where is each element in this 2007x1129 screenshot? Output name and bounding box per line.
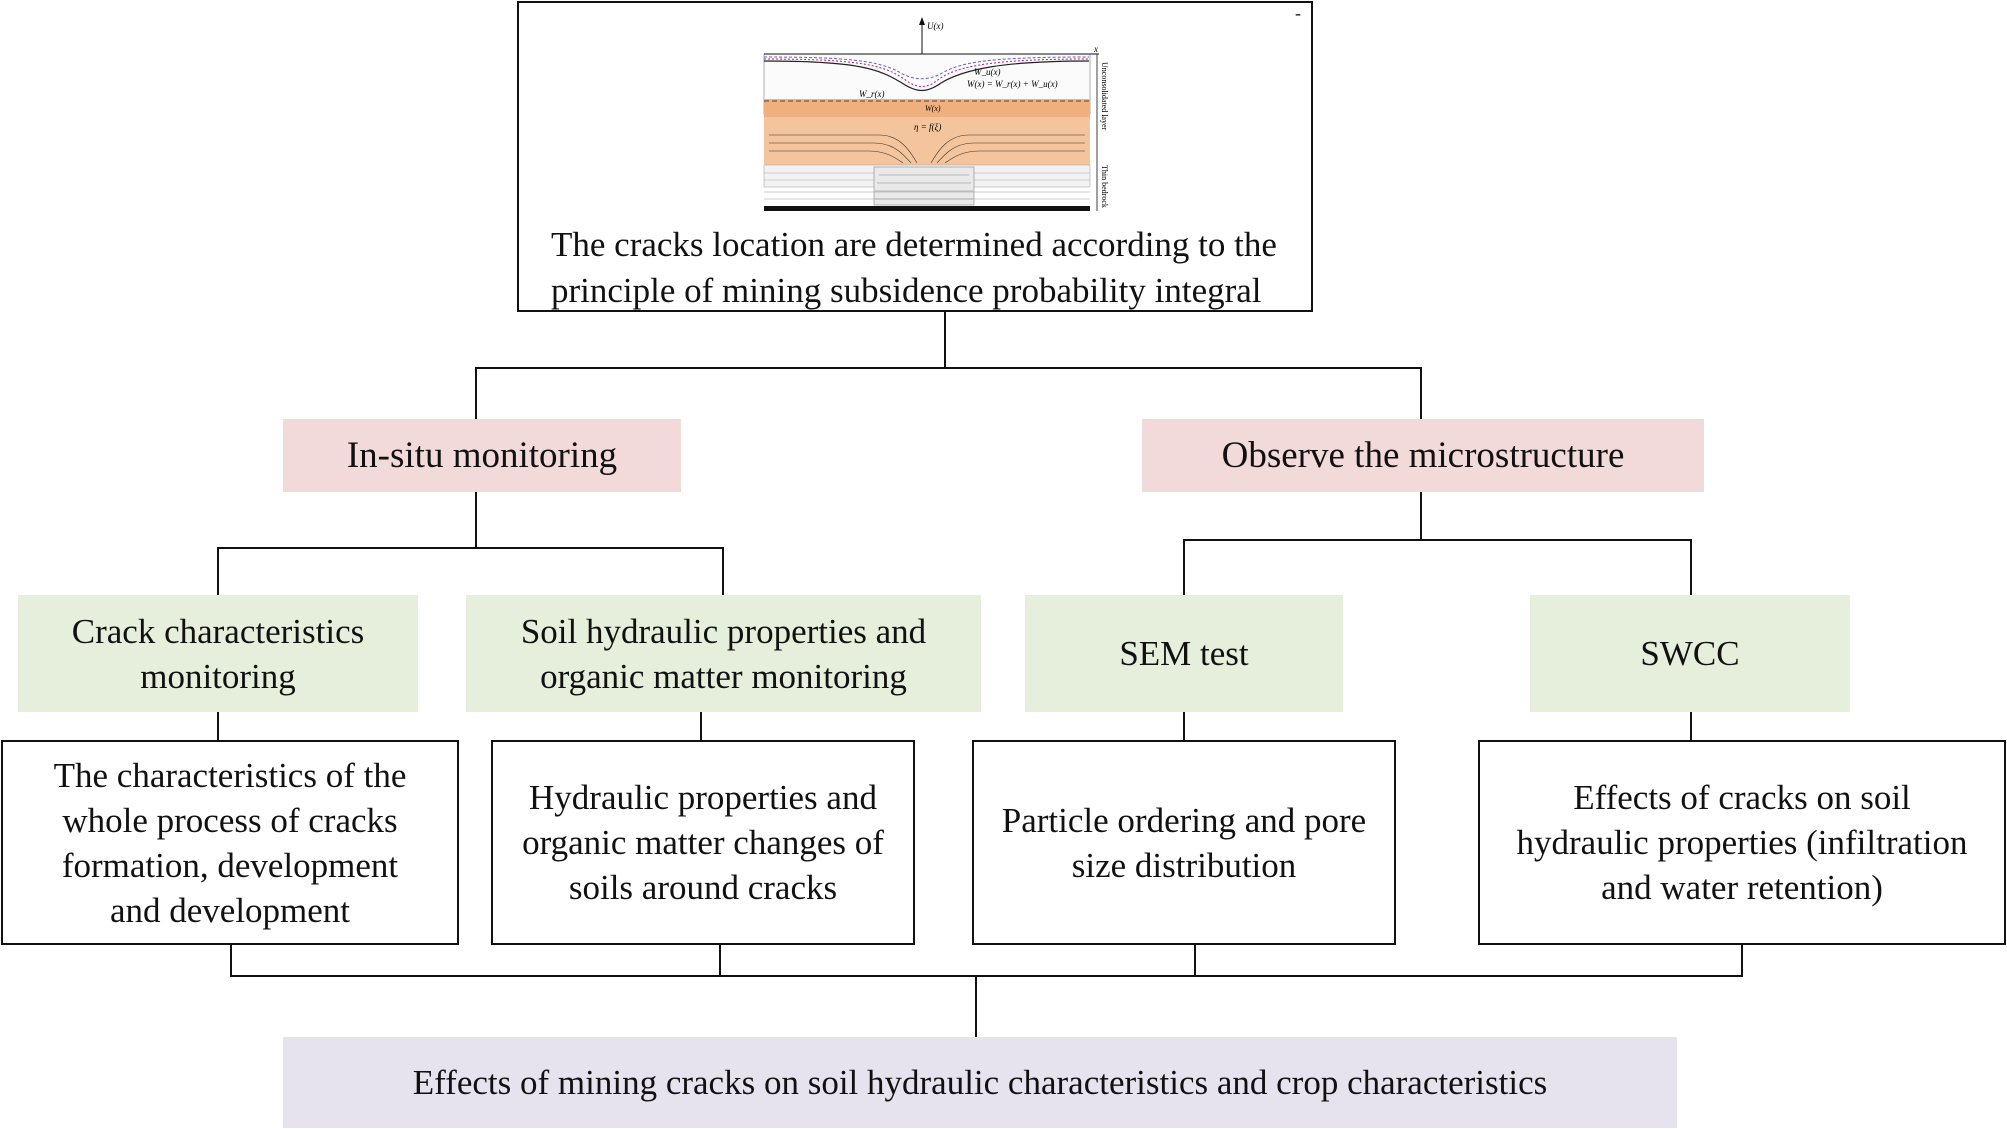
connector-to-conclusion (975, 975, 977, 1037)
connector-result-1-bus (230, 945, 232, 977)
method-1-line-2: monitoring (140, 656, 296, 696)
conclusion-label: Effects of mining cracks on soil hydraul… (412, 1062, 1548, 1102)
principle-caption-line-1: The cracks location are determined accor… (551, 225, 1277, 264)
connector-to-method-2 (722, 547, 724, 595)
method-crack-characteristics: Crack characteristics monitoring (18, 595, 418, 712)
conclusion-box: Effects of mining cracks on soil hydraul… (283, 1037, 1677, 1128)
connector-to-right-branch (1420, 367, 1422, 419)
x-axis-label: x (1093, 44, 1098, 54)
connector-result-4-bus (1741, 945, 1743, 977)
result-2-line-1: Hydraulic properties and (529, 778, 877, 817)
connector-method-3-result (1183, 712, 1185, 740)
connector-top-split (475, 367, 1422, 369)
connector-to-method-3 (1183, 539, 1185, 595)
w-label: W(x) (925, 104, 941, 113)
wu-label: W_u(x) (974, 67, 1001, 77)
subsidence-figure: U(x) o x W_u(x) W(x) = W_r(x) + W_u(x) W… (763, 17, 1109, 211)
connector-result-3-bus (1194, 945, 1196, 977)
top-principle-box: U(x) o x W_u(x) W(x) = W_r(x) + W_u(x) W… (517, 1, 1313, 312)
result-crack-process: The characteristics of the whole process… (1, 740, 459, 945)
result-4-line-1: Effects of cracks on soil (1573, 778, 1911, 817)
result-particle-ordering: Particle ordering and pore size distribu… (972, 740, 1396, 945)
connector-right-stem (1420, 491, 1422, 539)
method-swcc: SWCC (1530, 595, 1850, 712)
result-2-line-3: soils around cracks (568, 868, 838, 907)
branch-microstructure-label: Observe the microstructure (1221, 434, 1625, 476)
connector-to-method-1 (217, 547, 219, 595)
result-1-line-3: formation, development (61, 845, 399, 885)
branch-in-situ-label: In-situ monitoring (346, 434, 618, 476)
result-4-line-2: hydraulic properties (infiltration (1516, 823, 1968, 862)
connector-method-1-result (217, 712, 219, 740)
result-3-line-1: Particle ordering and pore (1001, 800, 1367, 840)
method-sem-test: SEM test (1025, 595, 1343, 712)
result-hydraulic-organic: Hydraulic properties and organic matter … (491, 740, 915, 945)
method-3-label: SEM test (1119, 634, 1249, 673)
connector-to-left-branch (475, 367, 477, 419)
method-4-label: SWCC (1640, 634, 1740, 673)
result-1-line-1: The characteristics of the (53, 755, 407, 795)
method-2-line-2: organic matter monitoring (540, 656, 907, 696)
connector-method-2-result (700, 712, 702, 740)
formula-label: W(x) = W_r(x) + W_u(x) (967, 79, 1058, 89)
connector-right-split (1183, 539, 1692, 541)
eta-label: η = f(ξ) (914, 122, 941, 132)
method-2-line-1: Soil hydraulic properties and (520, 611, 927, 651)
corner-mark: - (1295, 3, 1301, 23)
method-1-line-1: Crack characteristics (71, 611, 365, 651)
connector-left-stem (475, 491, 477, 547)
result-1-line-2: whole process of cracks (62, 800, 398, 840)
wr-label: W_r(x) (859, 89, 885, 99)
connector-left-split (217, 547, 724, 549)
result-3-line-2: size distribution (1071, 845, 1297, 885)
connector-to-method-4 (1690, 539, 1692, 595)
branch-in-situ-monitoring: In-situ monitoring (283, 419, 681, 492)
principle-caption-line-2: principle of mining subsidence probabili… (551, 271, 1262, 310)
principle-caption: The cracks location are determined accor… (551, 222, 1291, 314)
layer2-label: Thin bedrock (1100, 165, 1109, 208)
branch-observe-microstructure: Observe the microstructure (1142, 419, 1704, 492)
connector-method-4-result (1690, 712, 1692, 740)
connector-result-2-bus (719, 945, 721, 977)
method-soil-hydraulic: Soil hydraulic properties and organic ma… (466, 595, 981, 712)
result-infiltration-retention: Effects of cracks on soil hydraulic prop… (1478, 740, 2006, 945)
connector-top-stem (944, 312, 946, 367)
axis-label: U(x) (927, 21, 944, 31)
layer1-label: Unconsolidated layer (1100, 62, 1109, 131)
connector-bottom-bus (230, 975, 1743, 977)
result-4-line-3: and water retention) (1601, 868, 1883, 907)
result-2-line-2: organic matter changes of (522, 823, 884, 862)
result-1-line-4: and development (109, 890, 351, 930)
